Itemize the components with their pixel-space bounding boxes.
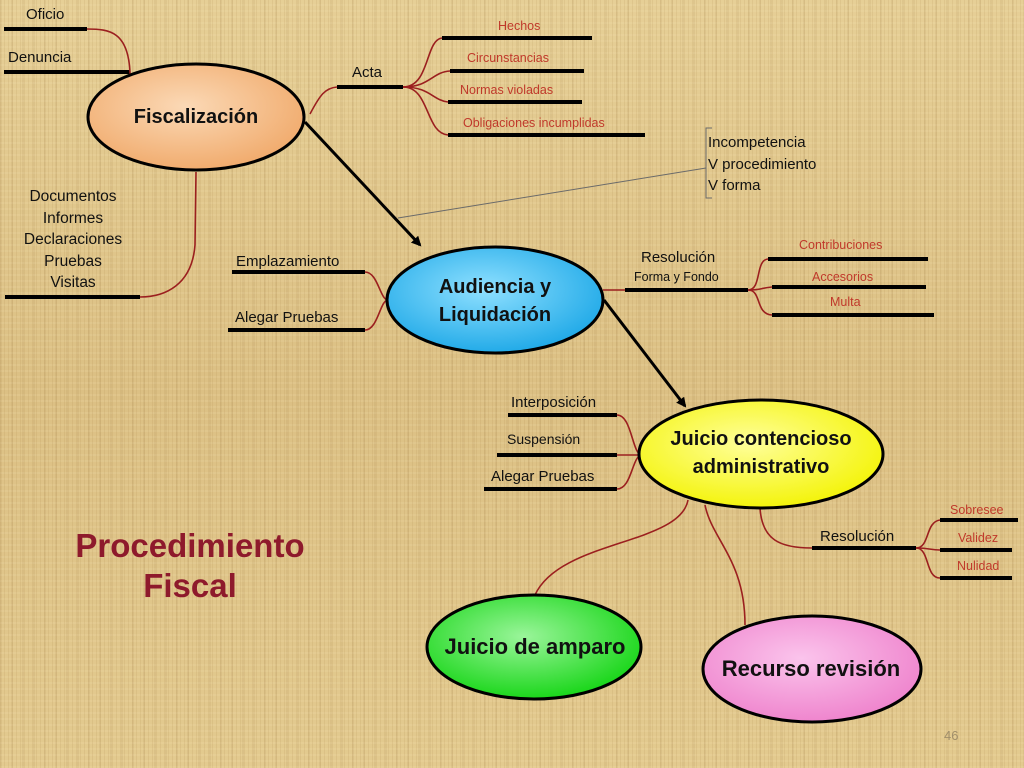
branch-suspension: Suspensión bbox=[507, 431, 581, 447]
audiencia-node-shape bbox=[385, 245, 605, 355]
resolucion-nulidad: Nulidad bbox=[957, 559, 1000, 573]
page-number: 46 bbox=[944, 728, 959, 743]
doc-item: Visitas bbox=[50, 274, 96, 291]
resolucion-sobresee: Sobresee bbox=[950, 503, 1004, 517]
documentos-list: Documentos Informes Declaraciones Prueba… bbox=[6, 186, 140, 294]
doc-item: Declaraciones bbox=[23, 231, 123, 248]
violacion-item: V forma bbox=[708, 177, 761, 194]
revision-node-shape bbox=[701, 614, 923, 724]
branch-emplazamiento: Emplazamiento bbox=[236, 253, 340, 270]
underline-bars bbox=[4, 27, 1018, 580]
branch-resolucion-audiencia: Resolución bbox=[641, 249, 716, 266]
violacion-item: V procedimiento bbox=[708, 155, 817, 173]
diagram-title-line: Fiscal bbox=[143, 567, 237, 604]
acta-normas-violadas: Normas violadas bbox=[460, 83, 554, 97]
acta-obligaciones: Obligaciones incumplidas bbox=[463, 116, 605, 130]
branch-alegar-pruebas-2: Alegar Pruebas bbox=[491, 468, 595, 485]
violaciones-pointer bbox=[397, 127, 712, 219]
doc-item: Informes bbox=[42, 209, 104, 227]
acta-circunstancias: Circunstancias bbox=[467, 51, 549, 65]
branch-alegar-pruebas: Alegar Pruebas bbox=[235, 309, 339, 326]
branch-interposicion: Interposición bbox=[511, 394, 597, 411]
contencioso-node-shape bbox=[637, 398, 885, 510]
branch-denuncia: Denuncia bbox=[8, 49, 72, 66]
branch-oficio: Oficio bbox=[26, 6, 65, 23]
diagram-title-line: Procedimiento bbox=[75, 527, 305, 564]
fiscalizacion-node: Fiscalización bbox=[133, 105, 259, 128]
violaciones-list: Incompetencia V procedimiento V forma bbox=[708, 132, 816, 197]
resolucion-forma-fondo: Forma y Fondo bbox=[634, 270, 719, 284]
branch-acta: Acta bbox=[352, 64, 383, 81]
amparo-node-shape bbox=[425, 593, 643, 701]
acta-hechos: Hechos bbox=[498, 19, 541, 33]
doc-item: Documentos bbox=[29, 188, 117, 205]
audiencia-node: Audiencia y Liquidación bbox=[438, 276, 552, 326]
resolucion-validez: Validez bbox=[958, 531, 999, 545]
flow-arrows bbox=[303, 120, 687, 408]
amparo-node: Juicio de amparo bbox=[444, 634, 626, 659]
resolucion-multa: Multa bbox=[830, 295, 861, 309]
contencioso-node: Juicio contencioso administrativo bbox=[670, 428, 852, 478]
fiscalizacion-node-shape bbox=[86, 62, 306, 172]
doc-item: Pruebas bbox=[44, 252, 102, 270]
violacion-item: Incompetencia bbox=[708, 134, 806, 151]
branch-resolucion-contencioso: Resolución bbox=[820, 528, 895, 545]
revision-node: Recurso revisión bbox=[721, 656, 901, 681]
resolucion-contribuciones: Contribuciones bbox=[799, 238, 883, 252]
resolucion-accesorios: Accesorios bbox=[812, 270, 874, 284]
